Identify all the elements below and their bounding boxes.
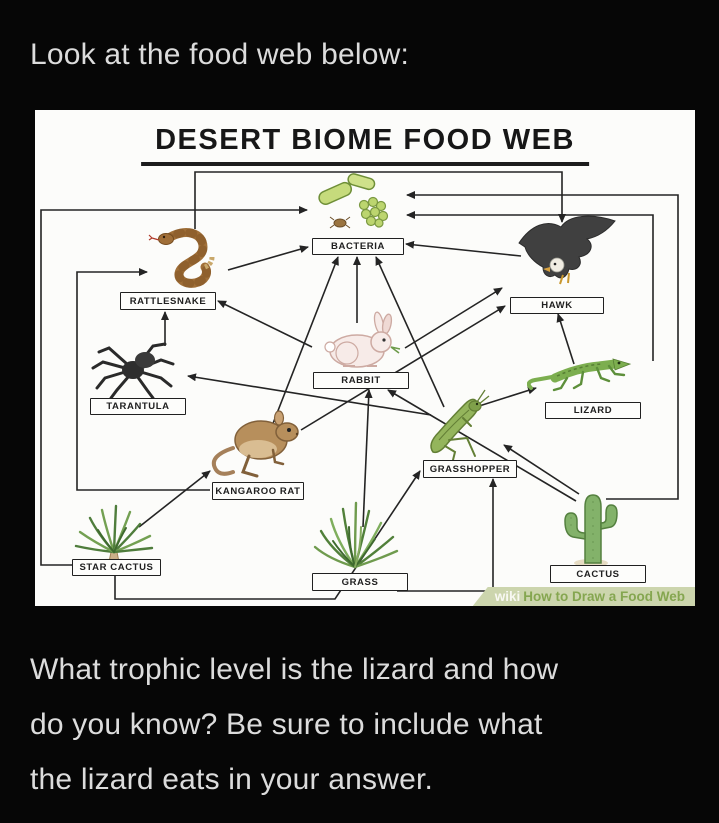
arrow-kangaroorat-to-bacteria <box>271 256 339 427</box>
starcactus-label: STAR CACTUS <box>72 559 161 576</box>
wikihow-watermark: wiki How to Draw a Food Web <box>472 587 695 606</box>
arrow-rabbit-to-rattlesnake <box>217 300 313 348</box>
prompt-text: Look at the food web below: <box>30 38 409 71</box>
arrow-kangaroorat-to-hawk <box>300 305 506 431</box>
question-text: What trophic level is the lizard and how… <box>30 642 558 807</box>
cactus-label: CACTUS <box>550 565 646 583</box>
question-line-2: do you know? Be sure to include what <box>30 708 543 741</box>
food-web-diagram: DESERT BIOME FOOD WEB BACTERIA RATTLESNA… <box>35 110 695 606</box>
lizard-label: LIZARD <box>545 402 641 419</box>
kangaroorat-label: KANGAROO RAT <box>212 482 304 500</box>
arrow-cactus-to-grasshopper <box>503 444 580 495</box>
arrow-grasshopper-to-tarantula <box>187 373 432 416</box>
arrow-kangaroorat-to-rattlesnake <box>76 268 210 491</box>
arrow-lizard-to-bacteria <box>406 211 654 361</box>
question-line-1: What trophic level is the lizard and how <box>30 653 559 686</box>
arrow-rabbit-to-hawk <box>404 287 503 349</box>
arrow-cactus-to-bacteria <box>406 191 679 500</box>
arrow-hawk-to-bacteria <box>405 240 522 257</box>
arrow-rattlesnake-to-hawk <box>194 171 566 229</box>
rabbit-label: RABBIT <box>313 372 409 389</box>
arrow-cactus-to-rabbit <box>387 389 577 502</box>
arrow-starcactus-to-kangaroorat <box>138 470 211 528</box>
arrow-grasshopper-to-lizard <box>475 386 537 408</box>
question-line-3: the lizard eats in your answer. <box>30 763 434 796</box>
hawk-label: HAWK <box>510 297 604 314</box>
diagram-title: DESERT BIOME FOOD WEB <box>141 124 589 166</box>
watermark-caption: How to Draw a Food Web <box>523 589 685 604</box>
food-web-arrows <box>40 171 679 600</box>
grass-label: GRASS <box>312 573 408 591</box>
tarantula-label: TARANTULA <box>90 398 186 415</box>
grasshopper-label: GRASSHOPPER <box>423 460 517 478</box>
wikihow-logo: wiki <box>494 589 521 604</box>
arrow-rattlesnake-to-bacteria <box>227 245 309 271</box>
arrow-lizard-to-hawk <box>556 313 575 365</box>
bacteria-label: BACTERIA <box>312 238 404 255</box>
arrow-starcactus-to-bacteria <box>40 206 308 566</box>
rattlesnake-label: RATTLESNAKE <box>120 292 216 310</box>
arrow-grass-to-grasshopper <box>397 478 497 592</box>
arrow-grasshopper-to-bacteria <box>375 256 445 408</box>
arrow-grass-to-rabbit <box>362 389 373 528</box>
